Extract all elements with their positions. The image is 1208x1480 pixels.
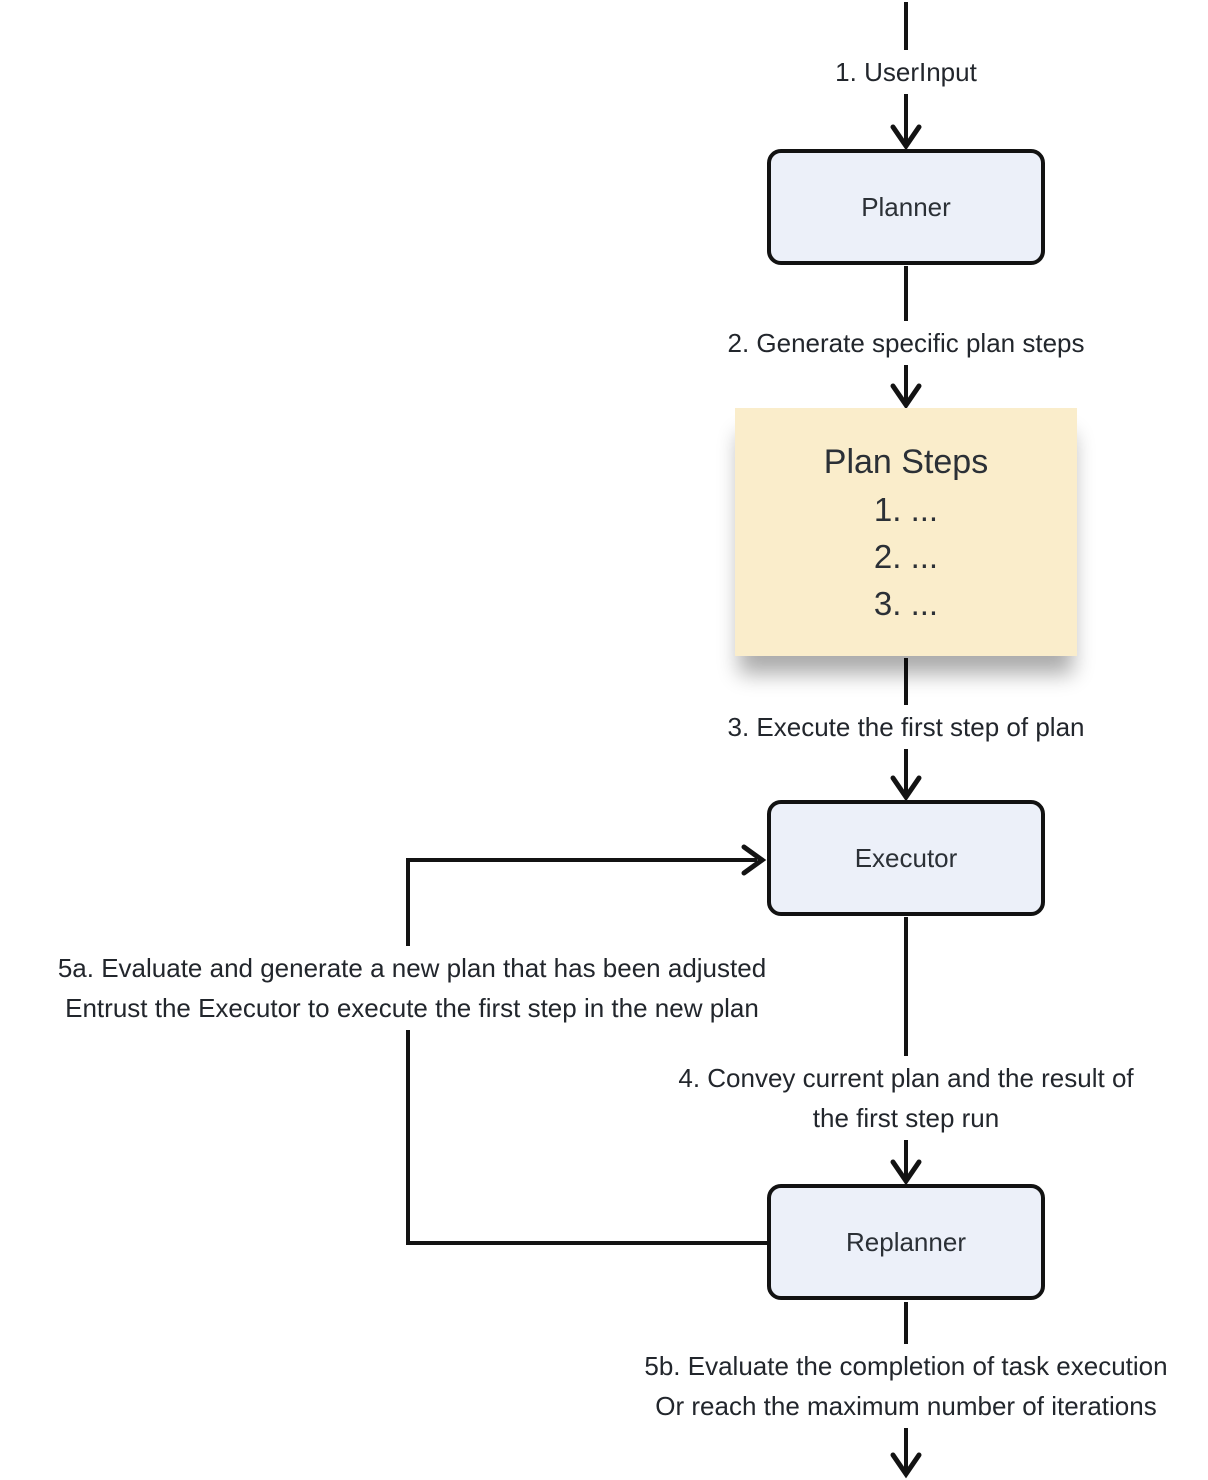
edge-label-generate-plan-steps: 2. Generate specific plan steps bbox=[717, 321, 1095, 365]
edge-label-execute-first-step: 3. Execute the first step of plan bbox=[717, 705, 1095, 749]
arrowhead-down-icon bbox=[890, 775, 922, 802]
edge-replanner-to-executor-loop bbox=[406, 858, 767, 1245]
edge-label-evaluate-completion-line1: 5b. Evaluate the completion of task exec… bbox=[644, 1351, 1168, 1381]
edge-label-convey-plan-line2: the first step run bbox=[812, 1103, 1000, 1133]
plan-steps-card: Plan Steps 1. ... 2. ... 3. ... bbox=[735, 408, 1077, 656]
edge-label-evaluate-completion: 5b. Evaluate the completion of task exec… bbox=[634, 1344, 1178, 1428]
arrowhead-down-icon bbox=[890, 383, 922, 410]
plan-steps-item: 2. ... bbox=[873, 537, 939, 575]
edge-label-convey-plan-line1: 4. Convey current plan and the result of bbox=[678, 1063, 1134, 1093]
edge-label-evaluate-completion-line2: Or reach the maximum number of iteration… bbox=[655, 1391, 1157, 1421]
plan-steps-item: 1. ... bbox=[873, 490, 939, 528]
arrowhead-down-icon bbox=[890, 124, 922, 151]
edge-label-replan-loop: 5a. Evaluate and generate a new plan tha… bbox=[47, 946, 777, 1030]
arrowhead-down-icon bbox=[890, 1159, 922, 1186]
node-replanner: Replanner bbox=[767, 1184, 1045, 1300]
edge-label-replan-loop-line1: 5a. Evaluate and generate a new plan tha… bbox=[57, 953, 767, 983]
arrowhead-right-icon bbox=[741, 844, 767, 876]
arrowhead-down-icon bbox=[890, 1452, 922, 1479]
replanner-label: Replanner bbox=[846, 1226, 966, 1257]
plan-steps-title: Plan Steps bbox=[823, 442, 989, 481]
node-executor: Executor bbox=[767, 800, 1045, 916]
node-planner: Planner bbox=[767, 149, 1045, 265]
planner-label: Planner bbox=[861, 191, 951, 222]
edge-label-userinput: 1. UserInput bbox=[825, 50, 987, 94]
plan-steps-item: 3. ... bbox=[873, 584, 939, 622]
executor-label: Executor bbox=[854, 842, 958, 873]
edge-label-convey-plan: 4. Convey current plan and the result of… bbox=[668, 1056, 1144, 1140]
edge-label-replan-loop-line2: Entrust the Executor to execute the firs… bbox=[65, 993, 759, 1023]
